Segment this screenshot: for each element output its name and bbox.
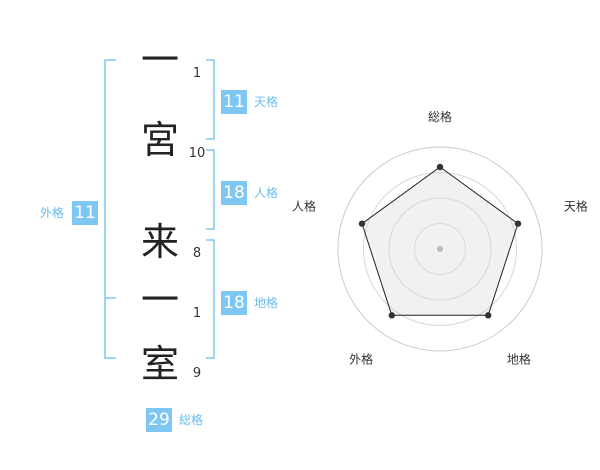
- name-char-3: 来: [140, 220, 179, 264]
- chikaku-bracket: [206, 239, 215, 359]
- radar-axis-label-5: 人格: [292, 199, 316, 214]
- gaikaku-bracket: [104, 59, 116, 359]
- radar-point-3: [484, 312, 492, 319]
- stroke-count-4: 1: [192, 306, 202, 321]
- soukaku-value: 29: [146, 408, 172, 432]
- stroke-count-2: 10: [188, 146, 206, 161]
- radar-point-4: [388, 312, 396, 319]
- radar-axis-label-2: 天格: [564, 199, 588, 214]
- tenkaku-label: 天格: [254, 95, 279, 109]
- radar-ring-2: [363, 172, 517, 326]
- name-char-2: 宮: [140, 118, 179, 162]
- radar-ring-4: [414, 223, 466, 275]
- gaikaku-label: 外格: [40, 206, 65, 220]
- radar-point-1: [436, 163, 444, 171]
- radar-point-5: [358, 220, 366, 227]
- stroke-count-5: 9: [192, 366, 202, 381]
- radar-axis-label-3: 地格: [507, 351, 531, 366]
- name-char-4: 一: [140, 278, 179, 322]
- soukaku-label: 総格: [179, 413, 204, 427]
- jinkaku-value: 18: [221, 181, 247, 205]
- radar-center-dot: [437, 246, 443, 252]
- radar-axis-label-1: 総格: [428, 109, 452, 124]
- name-char-5: 室: [140, 342, 179, 386]
- tenkaku-value: 11: [221, 90, 247, 114]
- stroke-count-3: 8: [192, 246, 202, 261]
- jinkaku-label: 人格: [254, 186, 279, 200]
- chikaku-label: 地格: [254, 296, 279, 310]
- radar-polygon: [361, 166, 519, 316]
- jinkaku-bracket: [206, 149, 215, 230]
- name-char-1: 一: [140, 38, 179, 82]
- tenkaku-bracket: [206, 59, 215, 140]
- radar-axis-label-4: 外格: [349, 351, 373, 366]
- radar-ring-3: [388, 197, 492, 301]
- radar-point-2: [514, 220, 522, 227]
- gaikaku-value: 11: [72, 201, 98, 225]
- chikaku-value: 18: [221, 291, 247, 315]
- radar-ring-1: [337, 146, 543, 352]
- stroke-count-1: 1: [192, 66, 202, 81]
